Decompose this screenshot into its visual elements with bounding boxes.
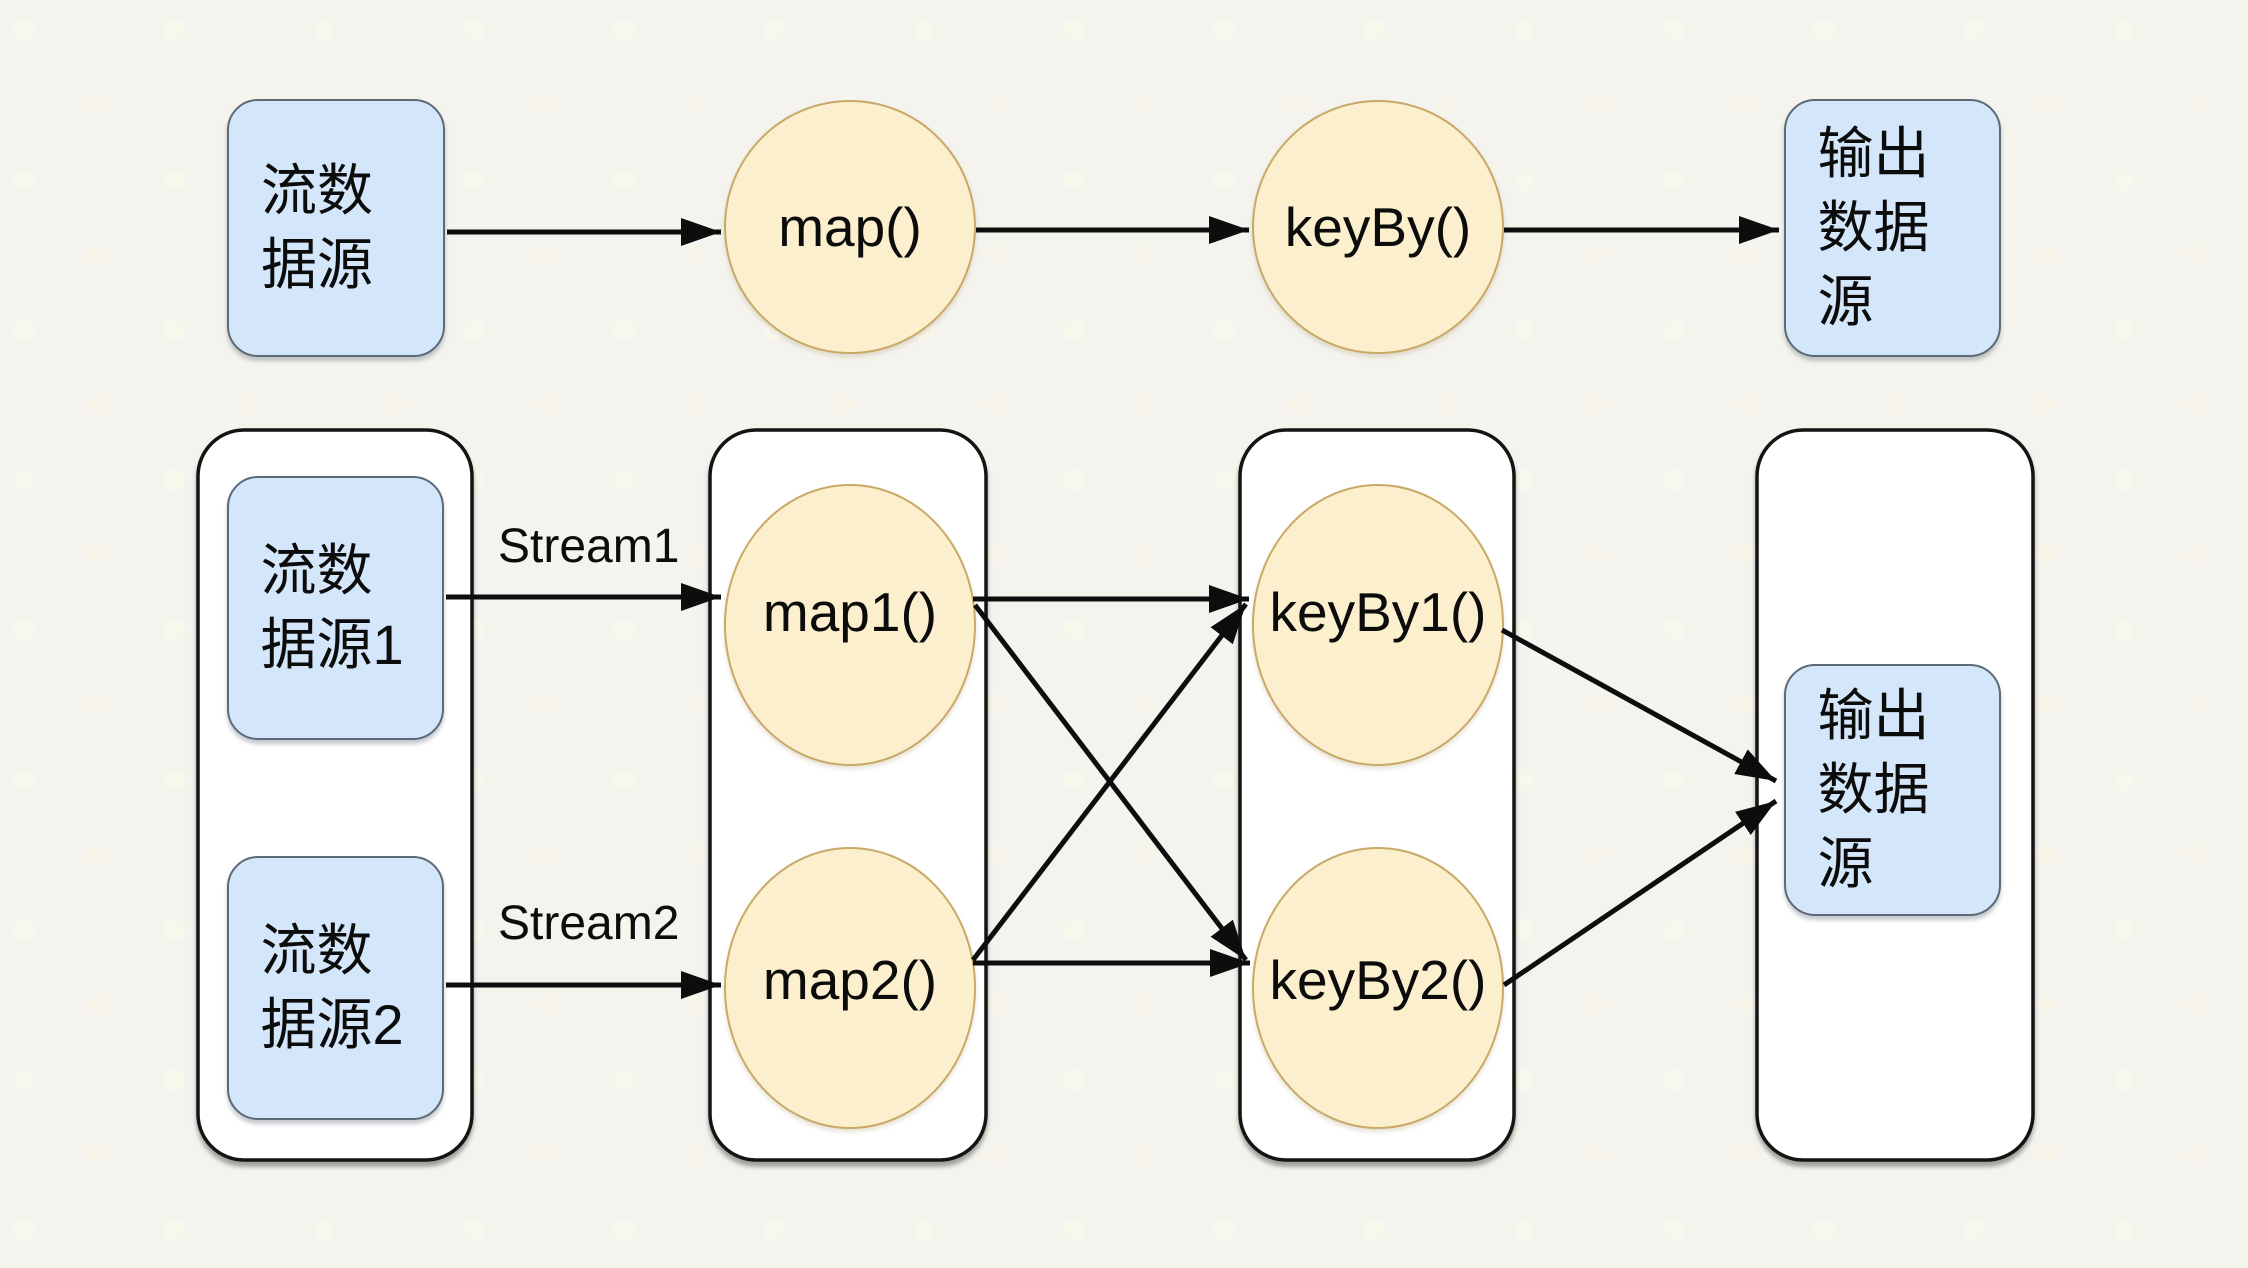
top-source-node	[227, 99, 445, 357]
stream2-edge-label: Stream2	[498, 897, 680, 950]
stream1-edge-label: Stream1	[498, 520, 680, 573]
edge-map2-to-keyby1	[971, 602, 1248, 962]
top-keyby-node	[1252, 100, 1504, 354]
top-source-label: 流数据源	[261, 159, 373, 296]
parallel-source1-node	[227, 476, 444, 740]
parallel-source2-label: 流数据源2	[260, 919, 404, 1056]
parallel-keyby1-node	[1252, 484, 1504, 766]
top-map-label: map()	[778, 195, 922, 258]
top-sink-node	[1784, 99, 2001, 357]
parallel-source2-node	[227, 856, 444, 1120]
parallel-source1-label: 流数据源1	[260, 539, 404, 676]
parallel-sink-label: 输出数据源	[1817, 684, 1930, 895]
parallel-map2-node	[724, 847, 976, 1129]
parallel-sink-node	[1784, 664, 2001, 916]
parallel-map2-label: map2()	[762, 948, 938, 1011]
edge-keyby1-to-sink	[1500, 627, 1778, 784]
top-sink-label: 输出数据源	[1817, 122, 1930, 333]
parallel-map1-node	[724, 484, 976, 766]
parallel-keyby2-node	[1252, 847, 1504, 1129]
top-map-node	[724, 100, 976, 354]
parallel-keyby1-label: keyBy1()	[1269, 580, 1487, 643]
top-keyby-label: keyBy()	[1284, 195, 1472, 258]
edge-keyby2-to-sink	[1502, 798, 1778, 988]
parallel-map1-label: map1()	[762, 580, 938, 643]
parallel-keyby2-label: keyBy2()	[1269, 948, 1487, 1011]
